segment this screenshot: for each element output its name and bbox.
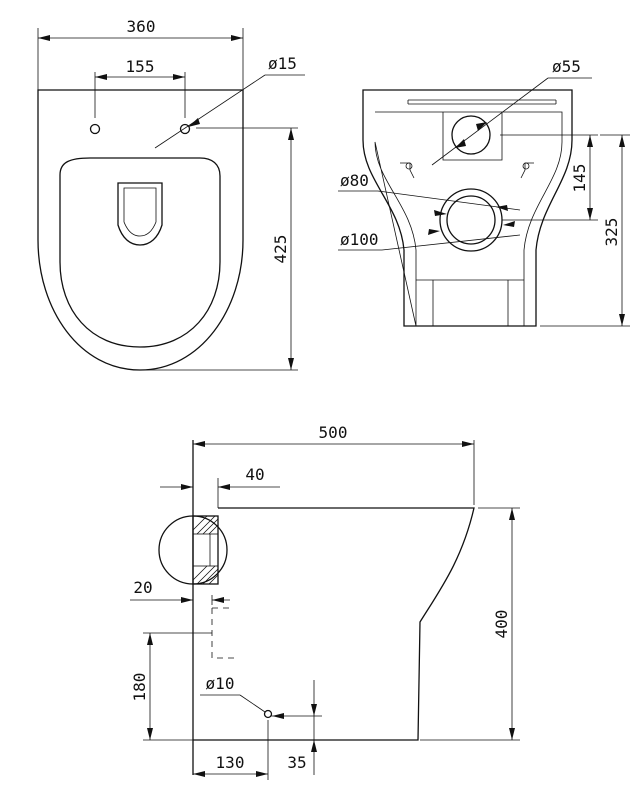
fixing-hole-d10 <box>263 709 273 719</box>
flush-opening <box>117 182 163 246</box>
outlet-circle-100 <box>439 188 503 252</box>
label-fixing-offset-35: 35 <box>287 753 306 772</box>
bracket-hatch-bottom <box>192 565 219 585</box>
label-outlet-diameter-100: ø100 <box>340 230 379 249</box>
label-wall-offset-40: 40 <box>245 465 264 484</box>
arrow-head <box>218 484 230 490</box>
arrow-head <box>476 122 487 131</box>
arrow-head <box>587 208 593 220</box>
label-inlet-diameter-55: ø55 <box>552 57 581 76</box>
hatch-line <box>192 565 208 581</box>
arrow-head <box>455 139 466 148</box>
arrow-head <box>509 508 515 520</box>
fixing-hole-right <box>179 123 191 135</box>
label-outlet-diameter-80: ø80 <box>340 171 369 190</box>
leader-line-d100 <box>381 234 521 251</box>
label-height-400: 400 <box>492 610 511 639</box>
top-view: 360 155 ø15 425 <box>37 17 305 371</box>
side-bolt-left <box>400 162 415 179</box>
cistern-recess <box>442 112 503 161</box>
hatch-line <box>202 518 219 535</box>
arrow-head <box>212 597 224 603</box>
arrow-head <box>587 135 593 147</box>
arrow-head <box>288 358 294 370</box>
label-hole-diameter-15: ø15 <box>268 54 297 73</box>
arrow-head <box>147 633 153 645</box>
side-bolt-left-hole <box>405 162 413 170</box>
arrow-head <box>619 314 625 326</box>
arrow-head <box>509 728 515 740</box>
arrow-head <box>193 771 205 777</box>
label-fixing-diameter-10: ø10 <box>206 674 235 693</box>
arrow-head <box>311 704 317 716</box>
arrow-head <box>462 441 474 447</box>
hatch-line <box>208 524 219 535</box>
arrow-head <box>272 713 284 719</box>
pan-outline <box>362 89 573 327</box>
arrow-head <box>288 128 294 140</box>
arrow-head <box>188 118 200 127</box>
pipe-hidden-outline <box>211 607 234 659</box>
arrow-head <box>619 135 625 147</box>
label-fixing-height-180: 180 <box>130 673 149 702</box>
side-bolt-right-hole <box>522 162 530 170</box>
label-fixing-distance-130: 130 <box>216 753 245 772</box>
arrow-head <box>434 210 447 216</box>
leader-line-d80 <box>377 190 521 211</box>
front-view: ø55 ø80 ø100 145 325 <box>338 57 630 327</box>
arrow-head <box>181 484 193 490</box>
label-gap-20: 20 <box>133 578 152 597</box>
arrow-head <box>193 441 205 447</box>
pan-inner-outline <box>374 111 563 327</box>
arrow-head <box>496 205 508 211</box>
flush-opening-inner <box>123 187 157 237</box>
label-total-height-325: 325 <box>602 218 621 247</box>
label-hole-spacing-155: 155 <box>126 57 155 76</box>
arrow-head <box>231 35 243 41</box>
hatch-line <box>202 568 219 585</box>
label-width-360: 360 <box>127 17 156 36</box>
hatch-line <box>196 515 216 535</box>
arrow-head <box>311 740 317 752</box>
hatch-line <box>192 515 208 531</box>
seat-outline <box>59 157 221 348</box>
side-view: 500 40 20 400 180 ø10 <box>130 423 520 780</box>
arrow-head <box>173 74 185 80</box>
leader-line-d55 <box>431 77 549 166</box>
bowl-outline <box>37 89 244 371</box>
bracket-hatch-top <box>192 515 219 535</box>
label-outlet-height-145: 145 <box>570 164 589 193</box>
leader-line-d10 <box>239 694 266 713</box>
leader-line-d15 <box>154 74 266 149</box>
label-length-500: 500 <box>319 423 348 442</box>
hatch-line <box>208 574 219 585</box>
side-bolt-right <box>520 162 534 179</box>
label-depth-425: 425 <box>271 235 290 264</box>
arrow-head <box>428 229 440 235</box>
pan-side-profile <box>193 507 475 741</box>
arrow-head <box>147 728 153 740</box>
arrow-head <box>95 74 107 80</box>
arrow-head <box>256 771 268 777</box>
arrow-head <box>181 597 193 603</box>
fixing-hole-left <box>89 123 101 135</box>
arrow-head <box>503 221 515 227</box>
hatch-line <box>196 565 216 585</box>
arrow-head <box>38 35 50 41</box>
inlet-circle-55 <box>451 115 491 155</box>
outlet-circle-80 <box>446 195 496 245</box>
